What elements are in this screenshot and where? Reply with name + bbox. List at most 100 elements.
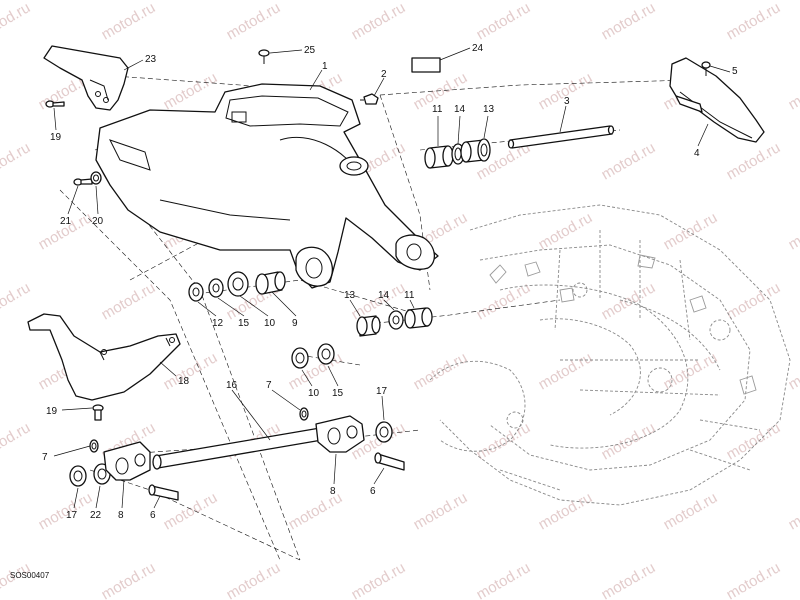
- callout-25: 25: [304, 45, 316, 56]
- watermark-text-1: motod.ru: [99, 0, 159, 43]
- watermark-text-46: motod.ru: [474, 419, 534, 463]
- callout-10-lower: 10: [308, 388, 320, 399]
- callout-21: 21: [60, 216, 72, 227]
- callout-8-left: 8: [118, 510, 124, 521]
- callout-11-upper: 11: [432, 104, 443, 115]
- lower-guard-18: [27, 313, 181, 401]
- screw-19-upper: [45, 100, 65, 108]
- callout-5: 5: [732, 66, 738, 77]
- bearing-10-lower: [291, 347, 309, 369]
- seal-15-lower: [317, 343, 335, 365]
- watermark-text-36: motod.ru: [161, 349, 221, 393]
- engine-background-outline: [429, 204, 791, 506]
- grease-nipple-2: [360, 93, 379, 105]
- chain-slider: [669, 57, 765, 143]
- watermark-text-59: motod.ru: [349, 559, 409, 600]
- watermark-text-42: motod.ru: [0, 419, 33, 463]
- cap-17-right: [375, 421, 393, 443]
- drawing-code: SOS00407: [10, 571, 50, 580]
- callout-6-right: 6: [370, 486, 376, 497]
- callout-4: 4: [694, 148, 700, 159]
- circlip-7-right: [299, 407, 309, 421]
- bushing-11-lower: [404, 307, 433, 329]
- callout-24: 24: [472, 43, 484, 54]
- callout-13-upper: 13: [483, 104, 495, 115]
- watermark-text-5: motod.ru: [599, 0, 659, 43]
- watermark-text-6: motod.ru: [724, 0, 784, 43]
- cap-12: [188, 282, 204, 302]
- callout-2: 2: [381, 69, 387, 80]
- spacer-20: [90, 171, 102, 185]
- callout-3: 3: [564, 96, 570, 107]
- callout-7-right: 7: [266, 380, 272, 391]
- seal-15-upper: [208, 278, 224, 298]
- cap-17-left: [69, 465, 87, 487]
- watermark-text-4: motod.ru: [474, 0, 534, 43]
- callout-13-lower: 13: [344, 290, 356, 301]
- screw-21: [73, 178, 93, 186]
- callout-22: 22: [90, 510, 102, 521]
- watermark-text-33: motod.ru: [599, 279, 659, 323]
- screw-25: [258, 49, 270, 64]
- pivot-pin-3: [507, 125, 615, 149]
- watermark-text-28: motod.ru: [0, 279, 33, 323]
- bushing-11-upper: [424, 145, 454, 169]
- callout-19-upper: 19: [50, 132, 62, 143]
- callout-9: 9: [292, 318, 298, 329]
- callout-6-left: 6: [150, 510, 156, 521]
- bushing-9: [255, 271, 286, 295]
- watermark-text-2: motod.ru: [224, 0, 284, 43]
- label-plate-24: [411, 57, 441, 73]
- watermark-text-32: motod.ru: [474, 279, 534, 323]
- callout-15-lower: 15: [332, 388, 344, 399]
- watermark-text-38: motod.ru: [411, 349, 471, 393]
- callout-labels: 23 25 1 2 24 5 19 11 14 13 3 4 21 20 12 …: [42, 43, 738, 521]
- watermark-text-54: motod.ru: [661, 489, 721, 533]
- callout-10-upper: 10: [264, 318, 276, 329]
- watermark-text-3: motod.ru: [349, 0, 409, 43]
- watermark-text-8: motod.ru: [161, 69, 221, 113]
- watermark-text-52: motod.ru: [411, 489, 471, 533]
- axle-16: [152, 427, 323, 470]
- screw-5: [701, 61, 711, 76]
- watermark-text-19: motod.ru: [599, 139, 659, 183]
- callout-11-lower: 11: [404, 290, 415, 301]
- adjuster-bolt-6-left: [148, 484, 179, 501]
- callout-18: 18: [178, 376, 190, 387]
- swingarm-body: [95, 83, 439, 289]
- watermark-text-53: motod.ru: [536, 489, 596, 533]
- bushing-13-upper: [460, 138, 491, 163]
- watermark-text-14: motod.ru: [0, 139, 33, 183]
- watermark-text-27: motod.ru: [786, 209, 800, 253]
- watermark-text-39: motod.ru: [536, 349, 596, 393]
- watermark-text-55: motod.ru: [786, 489, 800, 533]
- callout-7-left: 7: [42, 452, 48, 463]
- callout-1: 1: [322, 61, 328, 72]
- watermark-text-62: motod.ru: [724, 559, 784, 600]
- watermark-text-51: motod.ru: [286, 489, 346, 533]
- callout-14-lower: 14: [378, 290, 390, 301]
- bearing-10-upper: [227, 271, 249, 297]
- callout-12: 12: [212, 318, 224, 329]
- callout-17-right: 17: [376, 386, 388, 397]
- callout-20: 20: [92, 216, 104, 227]
- watermark-text-57: motod.ru: [99, 559, 159, 600]
- callout-leader-lines: [53, 47, 731, 509]
- watermark-text-34: motod.ru: [724, 279, 784, 323]
- callout-19-lower: 19: [46, 406, 58, 417]
- watermark-text-47: motod.ru: [599, 419, 659, 463]
- chain-adjuster-8-right: [315, 415, 365, 453]
- screw-19-lower: [92, 404, 104, 421]
- callout-8-right: 8: [330, 486, 336, 497]
- watermark-text-0: motod.ru: [0, 0, 33, 43]
- callout-16: 16: [226, 380, 238, 391]
- callout-17-left: 17: [66, 510, 78, 521]
- circlip-7-left: [89, 439, 99, 453]
- watermark-text-13: motod.ru: [786, 69, 800, 113]
- seal-14-lower: [388, 310, 404, 330]
- watermark-text-20: motod.ru: [724, 139, 784, 183]
- callout-15-upper: 15: [238, 318, 250, 329]
- adjuster-bolt-6-right: [374, 452, 405, 471]
- watermark-text-61: motod.ru: [599, 559, 659, 600]
